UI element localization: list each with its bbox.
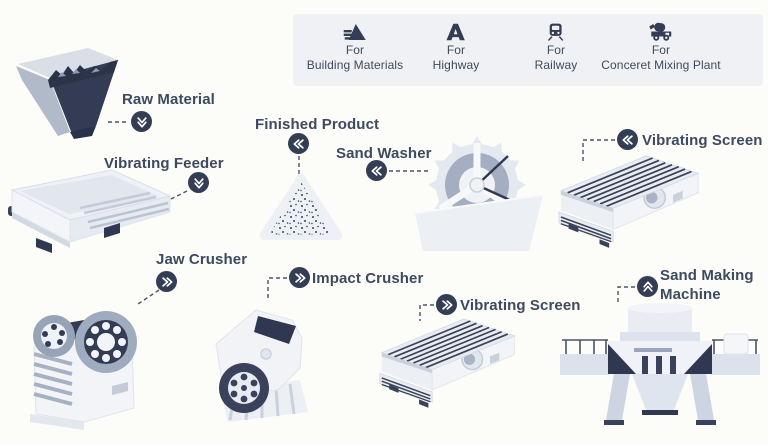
label-vibrating-screen-bottom: Vibrating Screen xyxy=(460,297,581,314)
vibrating-feeder-machine-illustration xyxy=(8,166,176,260)
sand-pile-illustration xyxy=(256,170,346,242)
impact-crusher-machine-illustration xyxy=(204,296,326,430)
label-sand-making-line1: Sand Making xyxy=(660,267,754,284)
highway-icon xyxy=(445,21,467,43)
sand-washer-wheel-illustration xyxy=(413,133,548,253)
legend-label: Highway xyxy=(432,58,480,72)
legend-label: For xyxy=(446,43,466,57)
legend-label: Railway xyxy=(534,58,578,72)
railway-icon xyxy=(545,21,567,43)
label-sand-washer: Sand Washer xyxy=(336,145,432,162)
connector-vibrating-feeder xyxy=(156,190,188,207)
label-vibrating-feeder: Vibrating Feeder xyxy=(104,155,224,172)
legend-label: For xyxy=(546,43,566,57)
chevrons-left-icon xyxy=(617,129,638,150)
legend-item-building-materials: For Building Materials xyxy=(307,21,404,73)
chevrons-right-icon xyxy=(436,294,457,315)
jaw-crusher-machine-illustration xyxy=(20,290,150,432)
sand-making-machine-illustration xyxy=(556,298,764,432)
chevrons-left-icon xyxy=(288,133,309,154)
legend-label: Building Materials xyxy=(306,58,404,72)
building-materials-icon xyxy=(343,21,367,43)
label-sand-making-line2: Machine xyxy=(660,286,721,303)
chevrons-right-icon xyxy=(156,271,177,292)
legend-label: For xyxy=(345,43,365,57)
chevrons-left-icon xyxy=(366,160,387,181)
chevrons-right-icon xyxy=(289,267,310,288)
legend-item-railway: For Railway xyxy=(535,21,578,73)
label-vibrating-screen-top: Vibrating Screen xyxy=(642,132,763,149)
legend-item-concrete-mixing-plant: For Conceret Mixing Plant xyxy=(601,21,721,73)
connector-sand-making-machine xyxy=(617,286,635,304)
concrete-mixer-icon xyxy=(648,21,674,43)
connector-vibrating-screen-bottom xyxy=(419,304,434,321)
connector-vibrating-screen-top xyxy=(582,139,615,163)
legend-label: Conceret Mixing Plant xyxy=(601,58,721,72)
label-raw-material: Raw Material xyxy=(122,91,215,108)
label-finished-product: Finished Product xyxy=(255,116,380,133)
chevrons-down-icon xyxy=(188,172,209,193)
label-sand-making-machine: Sand Making Machine xyxy=(660,266,754,304)
legend-box: For Building Materials For Highway xyxy=(293,14,763,86)
label-impact-crusher: Impact Crusher xyxy=(312,270,424,287)
raw-material-hopper-illustration xyxy=(12,44,124,140)
legend-label: For xyxy=(651,43,671,57)
vibrating-screen-machine-illustration xyxy=(557,152,702,251)
vibrating-screen-machine-illustration xyxy=(378,315,518,411)
chevrons-down-icon xyxy=(131,111,152,132)
connector-jaw-crusher xyxy=(137,289,160,305)
chevrons-up-icon xyxy=(637,276,658,297)
label-jaw-crusher: Jaw Crusher xyxy=(156,251,248,268)
legend-item-highway: For Highway xyxy=(433,21,480,73)
